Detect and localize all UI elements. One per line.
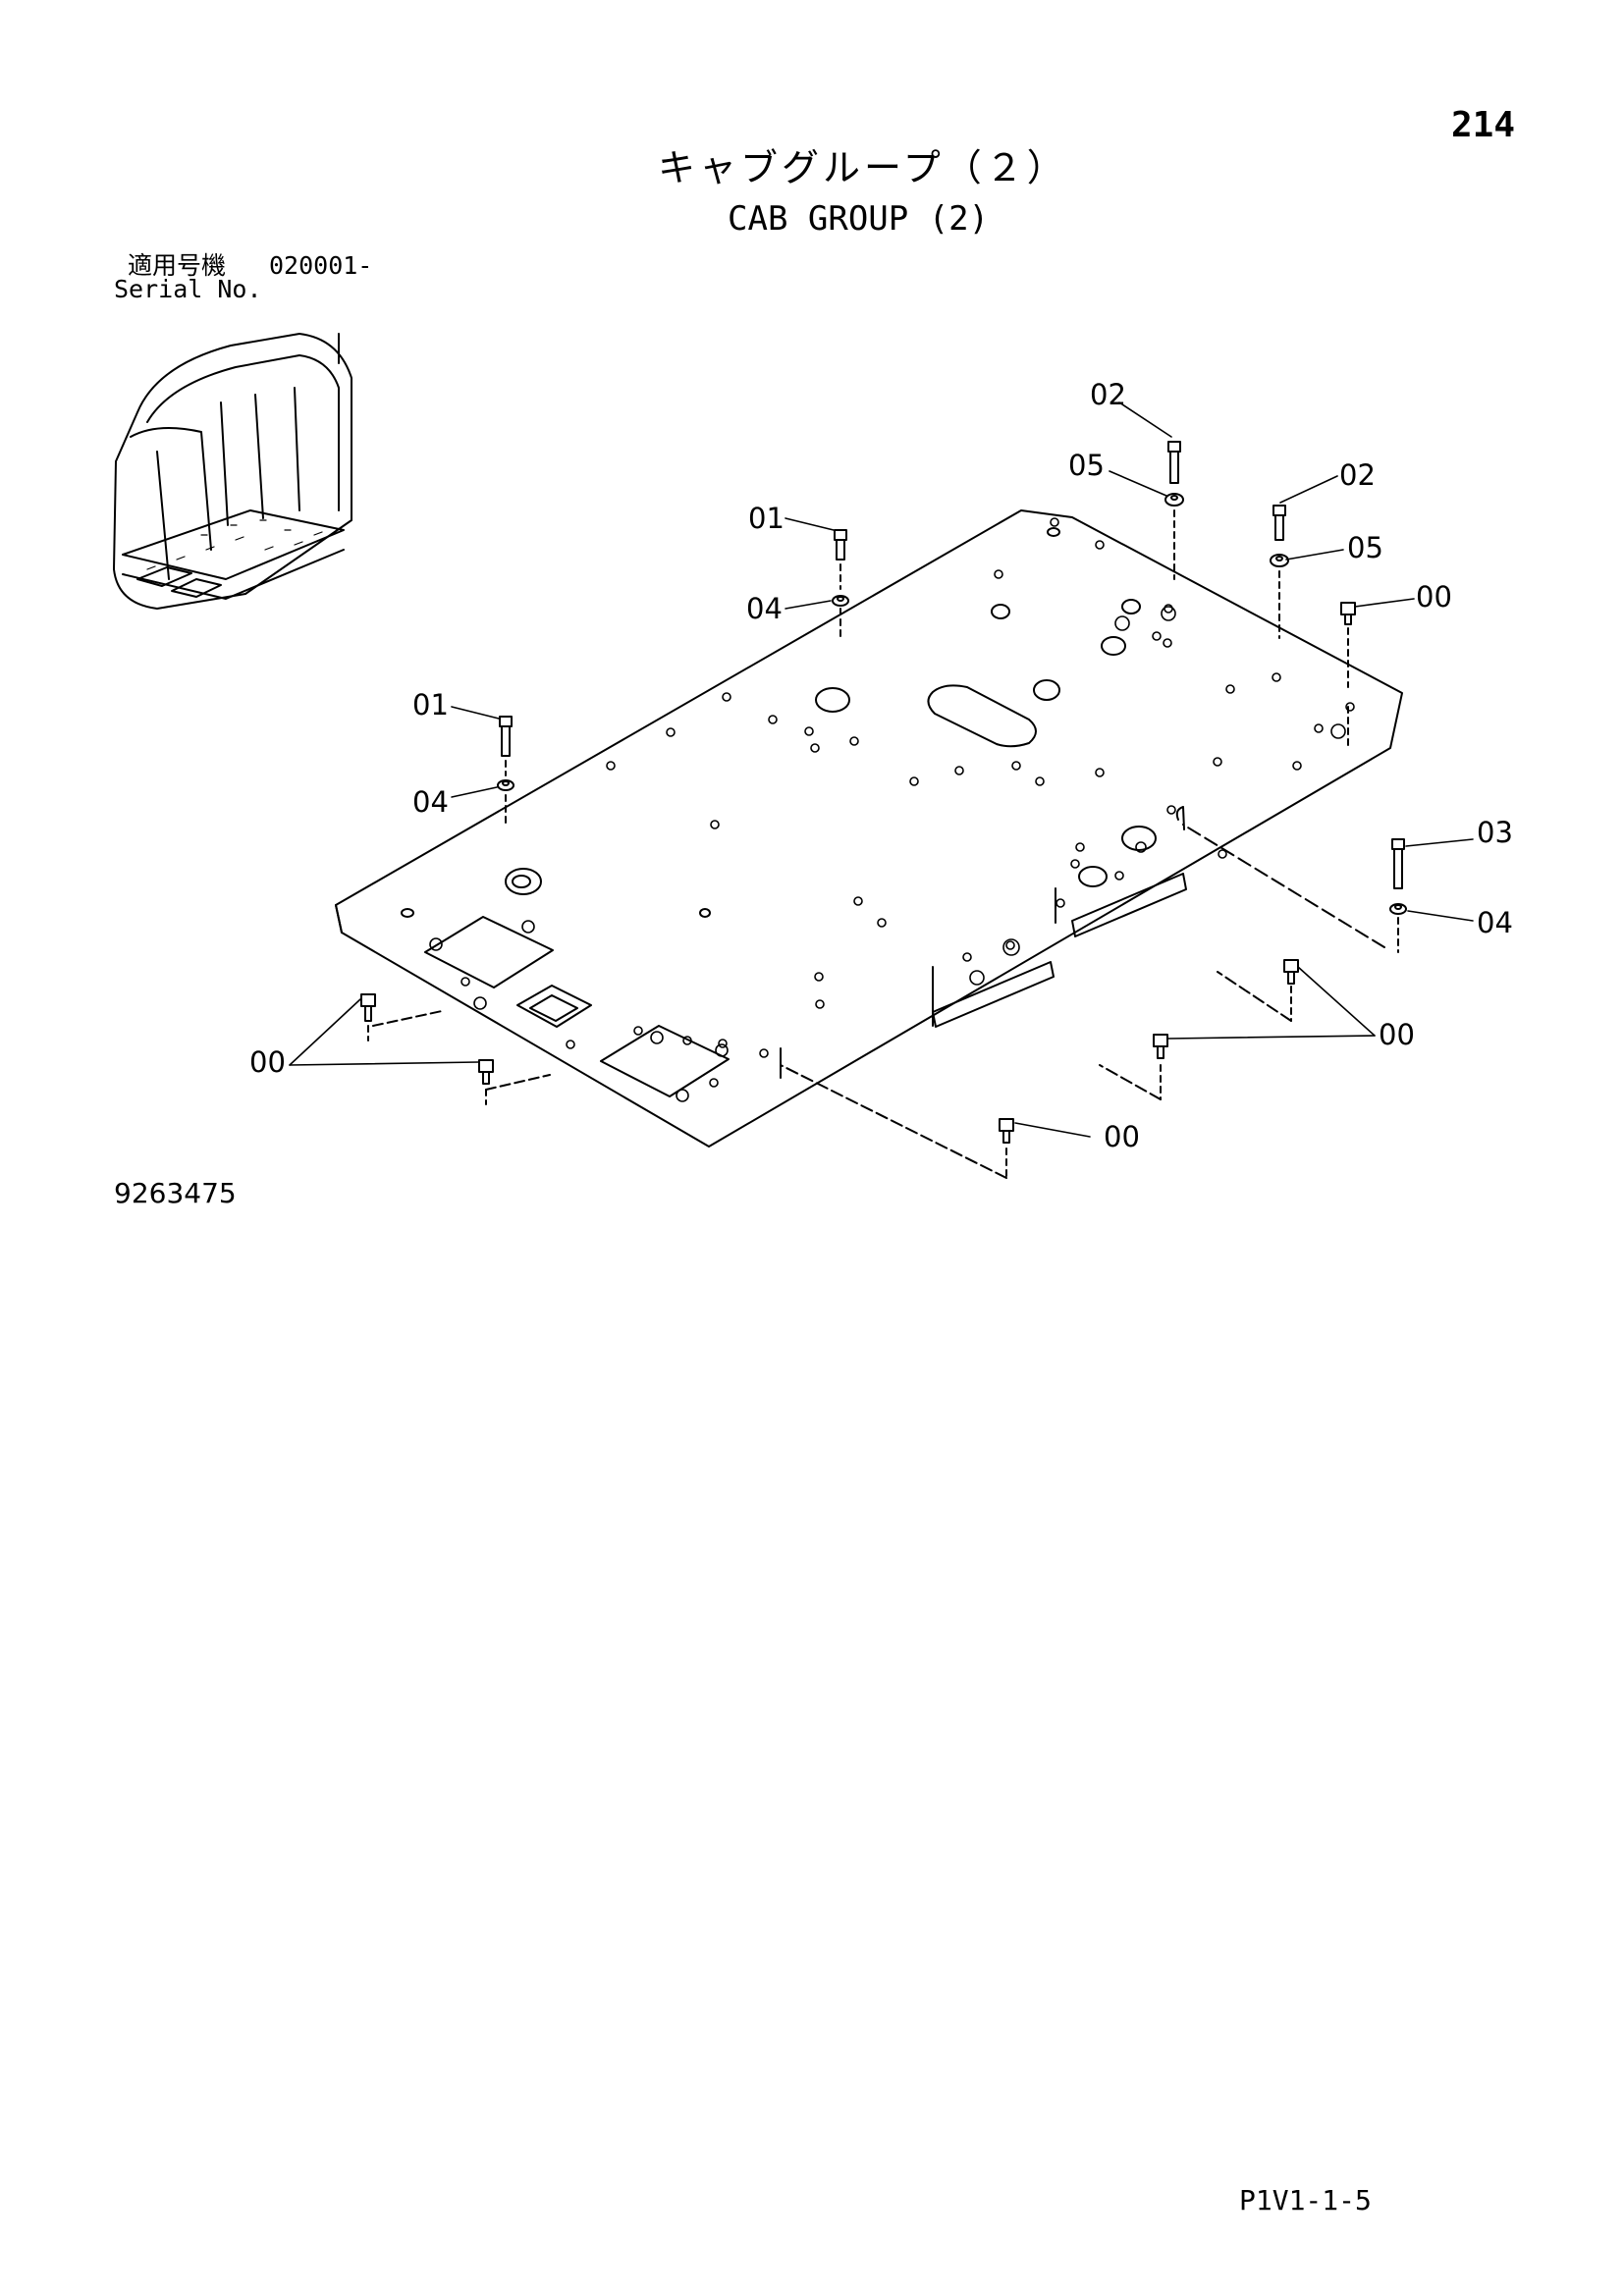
callout-00-right: 00 [1379,1018,1415,1051]
callout-01-upper: 01 [748,502,785,535]
fasteners [360,441,1407,1179]
drawing-number: 9263475 [114,1177,237,1209]
title-japanese: キャブグループ（２） [658,146,1068,189]
serial-value: 020001- [269,251,373,280]
callout-04-upper: 04 [746,592,783,625]
page-number: 214 [1451,105,1516,145]
mounting-holes [429,517,1355,1102]
callout-04-left: 04 [412,785,449,819]
callout-03: 03 [1477,816,1513,849]
callout-02-right: 02 [1339,458,1376,492]
callout-00-left: 00 [249,1045,286,1079]
callout-00-top-right: 00 [1416,580,1452,614]
title-english: CAB GROUP (2) [728,199,990,239]
floor-plate [335,509,1403,1148]
callout-01-left: 01 [412,688,449,721]
callout-02-top: 02 [1090,378,1126,411]
leader-lines [289,401,1474,1138]
serial-label-english: Serial No. [114,275,262,303]
callout-04-right: 04 [1477,906,1513,939]
callout-05-top: 05 [1068,449,1105,482]
callout-00-bottom: 00 [1104,1120,1140,1153]
callout-labels: 02 05 02 05 00 01 04 01 04 03 04 00 00 0… [249,378,1513,1153]
serial-label-japanese: 適用号機 [128,251,227,280]
callout-05-right: 05 [1347,531,1383,564]
cab-thumbnail [113,333,352,610]
footer-code: P1V1-1-5 [1239,2184,1372,2216]
